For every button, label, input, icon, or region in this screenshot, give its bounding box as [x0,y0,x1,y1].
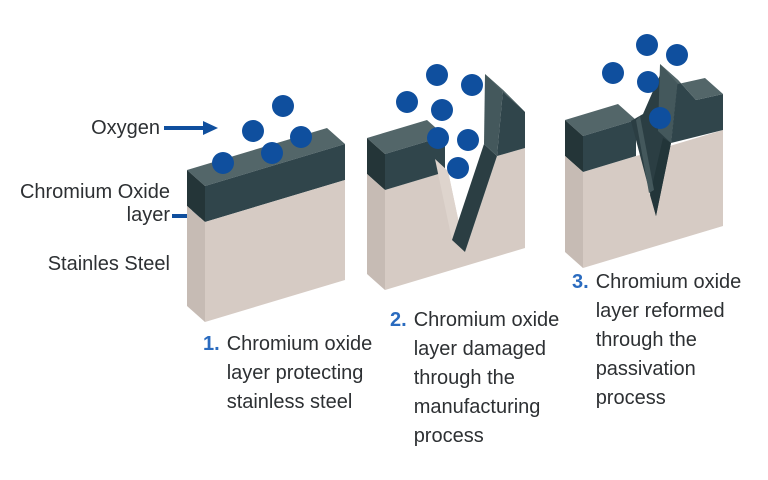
caption-1-line: layer protecting [226,362,364,384]
caption-3-line: layer reformed [595,300,725,322]
caption-step-1: 1. Chromium oxide layer protecting stain… [203,330,372,417]
caption-1-text: Chromium oxide layer protecting stainles… [227,330,373,417]
block3-notch-deep-shadow [650,138,671,216]
caption-3-line: Chromium oxide [595,271,742,293]
block2-steel-side-face [367,174,385,290]
block1-oxide-side-face [187,170,205,222]
oxygen-label-text: Oxygen [91,117,160,139]
block-3-reformed [565,34,723,268]
oxygen-molecule-dot [636,34,658,56]
oxygen-molecule-dot [290,126,312,148]
caption-1-line: Chromium oxide [226,333,373,355]
caption-2-text: Chromium oxide layer damaged through the… [414,306,560,451]
caption-2-line: manufacturing [413,396,541,418]
chromium-oxide-label-line1: Chromium Oxide [19,181,170,203]
oxygen-molecule-dot [666,44,688,66]
block2-oxide-top-left [367,120,445,154]
block3-oxide-top-left [565,104,636,136]
oxygen-molecule-dot [396,91,418,113]
block3-steel-side-face [565,156,583,268]
oxygen-molecule-dot [272,95,294,117]
oxygen-molecule-dot [649,107,671,129]
caption-2-number: 2. [390,309,407,331]
caption-2-line: process [413,425,484,447]
chromium-oxide-layer-label: Chromium Oxide layer [18,181,170,227]
chromium-oxide-label-line2: layer [126,204,170,226]
oxygen-molecule-dot [461,74,483,96]
block1-steel-front-face [205,180,345,322]
block3-oxide-front-left [583,120,636,172]
oxygen-molecule-dot [427,127,449,149]
block3-oxide-front-right [671,80,723,143]
block1-oxygen-dots [212,95,312,174]
block2-oxide-side-face [367,138,385,190]
block2-oxide-front-left [385,136,445,190]
oxygen-molecule-dot [212,152,234,174]
block2-oxygen-dots [396,64,483,179]
oxygen-molecule-dot [261,142,283,164]
block3-oxygen-dots [602,34,688,129]
caption-3-number: 3. [572,271,589,293]
caption-2-line: layer damaged [413,338,546,360]
block-1-protected [187,95,345,322]
block3-notch-left-highlight [636,116,654,193]
caption-1-line: stainless steel [226,391,353,413]
oxygen-molecule-dot [447,157,469,179]
block-2-damaged [367,64,525,290]
block1-steel-side-face [187,206,205,322]
caption-1-number: 1. [203,333,220,355]
block3-oxide-top-right [660,64,723,100]
block3-oxide-side-face [565,120,583,172]
caption-3-line: process [595,387,666,409]
block1-oxide-front-face [205,144,345,222]
caption-2-line: Chromium oxide [413,309,560,331]
block2-notch-right-wall [452,144,497,252]
caption-3-line: through the [595,329,697,351]
oxygen-molecule-dot [431,99,453,121]
block2-oxide-front-right [497,90,525,156]
oxygen-arrow-icon [164,121,218,135]
caption-3-line: passivation [595,358,696,380]
caption-3-text: Chromium oxide layer reformed through th… [596,268,742,413]
block2-bent-oxide-flank [484,74,503,156]
oxygen-label: Oxygen [20,116,160,140]
stainless-steel-label: Stainles Steel [20,253,170,276]
oxygen-molecule-dot [242,120,264,142]
caption-2-line: through the [413,367,515,389]
oxygen-molecule-dot [637,71,659,93]
caption-step-2: 2. Chromium oxide layer damaged through … [390,306,559,451]
oxygen-molecule-dot [602,62,624,84]
caption-step-3: 3. Chromium oxide layer reformed through… [572,268,741,413]
oxygen-molecule-dot [426,64,448,86]
stainless-steel-label-text: Stainles Steel [47,253,170,275]
block2-oxide-top-right [485,74,525,112]
oxygen-molecule-dot [457,129,479,151]
